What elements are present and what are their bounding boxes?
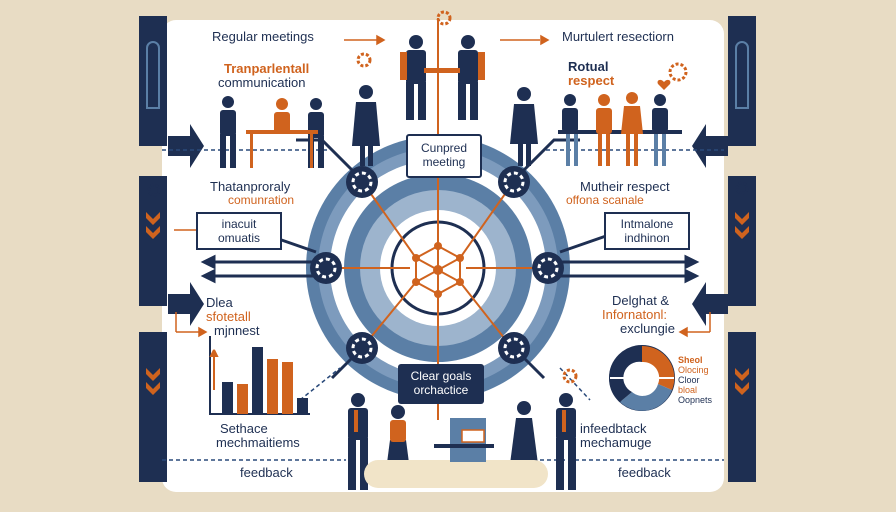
- label-respect: respect: [568, 73, 615, 88]
- bar-chart-bar: [237, 384, 248, 414]
- callout-inacuit-line2: omuatis: [217, 231, 261, 245]
- left-side-banners: [139, 16, 167, 482]
- side-arrows: [168, 124, 728, 326]
- center-top-line2: meeting: [422, 155, 466, 169]
- left-banner-3: [139, 332, 167, 482]
- label-regular-meetings: Regular meetings: [212, 29, 314, 44]
- person-icon-group-right: [510, 87, 682, 166]
- bar-chart-bar: [297, 398, 308, 414]
- label-delghat: Delghat &: [612, 293, 670, 308]
- center-top-box: Cunpred meeting: [406, 134, 482, 178]
- legend-item-3: Cloor: [678, 375, 700, 385]
- left-banner-2: [139, 176, 167, 306]
- bar-chart-bar: [222, 382, 233, 414]
- label-mjnnest: mjnnest: [214, 323, 260, 338]
- label-offona-scanale: offona scanale: [566, 193, 644, 207]
- label-communication: communication: [218, 75, 306, 90]
- chevron-down-icon: [146, 212, 749, 395]
- label-feedback-right: feedback: [618, 465, 671, 480]
- callout-intmalone-line2: indhinon: [624, 231, 670, 245]
- center-top-line1: Cunpred: [420, 141, 468, 155]
- label-communion: comunration: [228, 193, 295, 207]
- legend-item-5: Oopnets: [678, 395, 713, 405]
- label-setface: Sethace: [220, 421, 268, 436]
- callout-inacuit: inacuit omuatis: [196, 212, 282, 250]
- heart-icon: [657, 79, 671, 90]
- legend-item-2: Olocing: [678, 365, 709, 375]
- center-bottom-line1: Clear goals: [410, 369, 472, 383]
- label-mutheir-respect: Mutheir respect: [580, 179, 670, 194]
- bar-chart-bar: [282, 362, 293, 414]
- label-exclungie: exclungie: [620, 321, 675, 336]
- bar-chart-bar: [252, 347, 263, 414]
- right-banner-3: [728, 332, 756, 482]
- left-banner-1: [139, 16, 167, 146]
- bar-chart-arrow: [209, 349, 219, 390]
- label-infeedback: infeedbtack: [580, 421, 647, 436]
- label-mechanisms: mechmaitiems: [216, 435, 300, 450]
- label-transparent: Tranparlentall: [224, 61, 310, 76]
- callout-intmalone-line1: Intmalone: [620, 217, 674, 231]
- callout-inacuit-line1: inacuit: [221, 217, 257, 231]
- legend-item-4: bloal: [678, 385, 698, 395]
- right-banner-2: [728, 176, 756, 306]
- label-dlea: Dlea: [206, 295, 233, 310]
- center-bottom-box: Clear goals orchactice: [398, 364, 484, 404]
- donut-chart: [609, 345, 675, 411]
- legend-item-1: Sheol: [678, 355, 703, 365]
- bar-chart-bar: [267, 359, 278, 414]
- right-banner-1: [728, 16, 756, 146]
- label-temporaly: Thatanproraly: [210, 179, 291, 194]
- small-gear-icon: [356, 10, 688, 384]
- label-mutual-resection: Murtulert resectiorn: [562, 29, 674, 44]
- label-rotual: Rotual: [568, 59, 609, 74]
- handshake-figures: [400, 35, 485, 120]
- bottom-figures: [348, 393, 576, 490]
- center-bottom-line2: orchactice: [413, 383, 469, 397]
- bar-chart: [209, 336, 310, 415]
- label-informational: Infornatonl:: [602, 307, 668, 322]
- right-side-banners: [728, 16, 756, 482]
- label-feedback-left: feedback: [240, 465, 293, 480]
- small-navy-gear-icon: [147, 181, 749, 197]
- person-icon: [220, 85, 380, 168]
- label-sfotetall: sfotetall: [206, 309, 251, 324]
- callout-intmalone: Intmalone indhinon: [604, 212, 690, 250]
- gear-icon: [310, 166, 564, 364]
- label-mechanuge: mechamuge: [580, 435, 652, 450]
